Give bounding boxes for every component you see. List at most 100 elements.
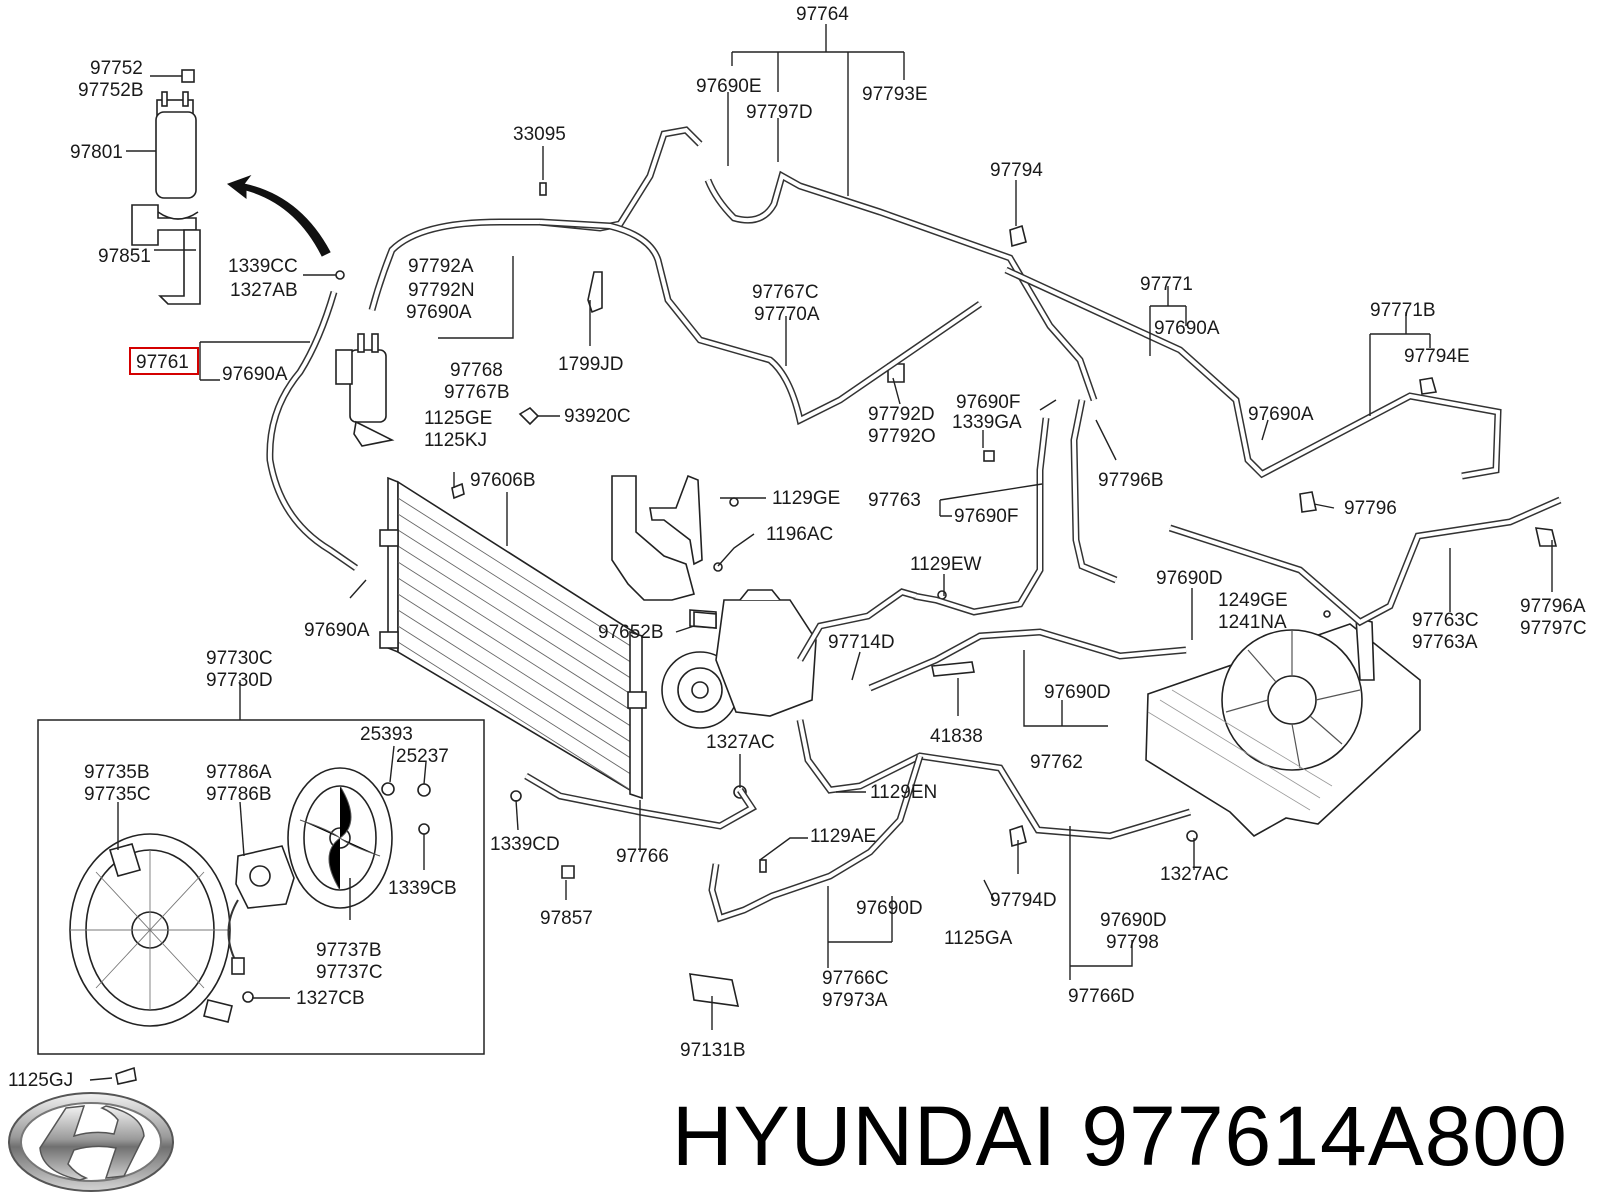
fan-shroud-assembly — [1145, 616, 1421, 837]
callout: 97737C — [316, 962, 383, 983]
callout: 97690A — [406, 302, 472, 323]
callout: 1129EW — [910, 554, 982, 575]
callout: 1241NA — [1218, 612, 1287, 633]
callout: 97768 — [450, 360, 503, 381]
callout: 97690F — [956, 392, 1020, 413]
callout: 97792D — [868, 404, 935, 425]
callout: 97767B — [444, 382, 510, 403]
callout: 1129AE — [810, 826, 876, 847]
callout: 97766C — [822, 968, 889, 989]
compressor — [661, 589, 817, 729]
callout: 97690A — [1154, 318, 1220, 339]
callout: 97797D — [746, 102, 813, 123]
callout: 1339CC — [228, 256, 298, 277]
callout: 97792N — [408, 280, 475, 301]
leader-lines — [89, 24, 1553, 1081]
refrigerant-pipes — [266, 126, 1562, 923]
receiver-drier-exploded — [131, 69, 201, 305]
parts-artwork — [69, 69, 1562, 1085]
callout: 1125GA — [944, 928, 1013, 949]
callout: 97730C — [206, 648, 273, 669]
callout: 97798 — [1106, 932, 1159, 953]
callout: 97690D — [856, 898, 923, 919]
callout: 97714D — [828, 632, 895, 653]
callout: 97690D — [1044, 682, 1111, 703]
callout: 97797C — [1520, 618, 1587, 639]
callout: 97763A — [1412, 632, 1478, 653]
callout: 97766D — [1068, 986, 1135, 1007]
callout: 97786B — [206, 784, 272, 805]
callout: 97792A — [408, 256, 474, 277]
brand-name: HYUNDAI — [672, 1089, 1058, 1183]
callout-labels: 97764 97690E 97797D 97793E 97752 97752B … — [8, 4, 1587, 1091]
callout: 97794D — [990, 890, 1057, 911]
callout-highlighted: 97761 — [136, 352, 189, 373]
callout: 97690A — [1248, 404, 1314, 425]
callout: 97771 — [1140, 274, 1193, 295]
callout: 97794E — [1404, 346, 1470, 367]
callout: 97796 — [1344, 498, 1397, 519]
callout: 33095 — [513, 124, 566, 145]
callout: 1129GE — [772, 488, 840, 509]
brand-part-number-title: HYUNDAI 977614A800 — [672, 1086, 1592, 1186]
direction-arrow-icon — [226, 174, 331, 257]
callout: 97690F — [954, 506, 1018, 527]
callout: 97690D — [1156, 568, 1223, 589]
callout: 97763 — [868, 490, 921, 511]
highlight-box — [129, 347, 199, 375]
callout: 93920C — [564, 406, 631, 427]
compressor-bracket — [611, 475, 695, 601]
fan-detail-artwork — [69, 767, 431, 1027]
callout: 1339GA — [952, 412, 1022, 433]
receiver-drier-mounted — [335, 333, 395, 447]
callout: 97766 — [616, 846, 669, 867]
callout: 97690A — [304, 620, 370, 641]
callout: 97690A — [222, 364, 288, 385]
condenser — [379, 476, 647, 800]
callout: 1339CD — [490, 834, 560, 855]
callout: 97796A — [1520, 596, 1586, 617]
callout: 1125GE — [424, 408, 492, 429]
callout: 25393 — [360, 724, 413, 745]
callout: 1327CB — [296, 988, 365, 1009]
callout: 97771B — [1370, 300, 1436, 321]
callout: 1125GJ — [8, 1070, 73, 1091]
callout: 97793E — [862, 84, 928, 105]
callout: 97690E — [696, 76, 762, 97]
callout: 25237 — [396, 746, 449, 767]
callout: 97796B — [1098, 470, 1164, 491]
callout: 97792O — [868, 426, 936, 447]
callout: 1327AB — [230, 280, 298, 301]
callout: 97690D — [1100, 910, 1167, 931]
callout: 97606B — [470, 470, 536, 491]
callout: 97752 — [90, 58, 143, 79]
callout: 1249GE — [1218, 590, 1288, 611]
callout: 1799JD — [558, 354, 624, 375]
callout: 97770A — [754, 304, 820, 325]
callout: 97801 — [70, 142, 123, 163]
callout: 97652B — [598, 622, 664, 643]
callout: 97973A — [822, 990, 888, 1011]
callout: 97786A — [206, 762, 272, 783]
hyundai-logo-icon — [8, 1092, 174, 1192]
callout: 97752B — [78, 80, 144, 101]
callout: 1129EN — [870, 782, 937, 803]
part-number: 977614A800 — [1081, 1089, 1568, 1183]
callout: 1327AC — [706, 732, 775, 753]
callout: 97735C — [84, 784, 151, 805]
callout: 97767C — [752, 282, 819, 303]
fan-detail-box — [37, 719, 485, 1055]
callout: 97763C — [1412, 610, 1479, 631]
callout: 41838 — [930, 726, 983, 747]
callout: 97131B — [680, 1040, 746, 1061]
callout: 97730D — [206, 670, 273, 691]
callout: 97737B — [316, 940, 382, 961]
callout: 1339CB — [388, 878, 457, 899]
callout: 1327AC — [1160, 864, 1229, 885]
callout: 97762 — [1030, 752, 1083, 773]
callout: 97794 — [990, 160, 1043, 181]
callout: 97735B — [84, 762, 150, 783]
callout: 1125KJ — [424, 430, 487, 451]
callout: 97857 — [540, 908, 593, 929]
